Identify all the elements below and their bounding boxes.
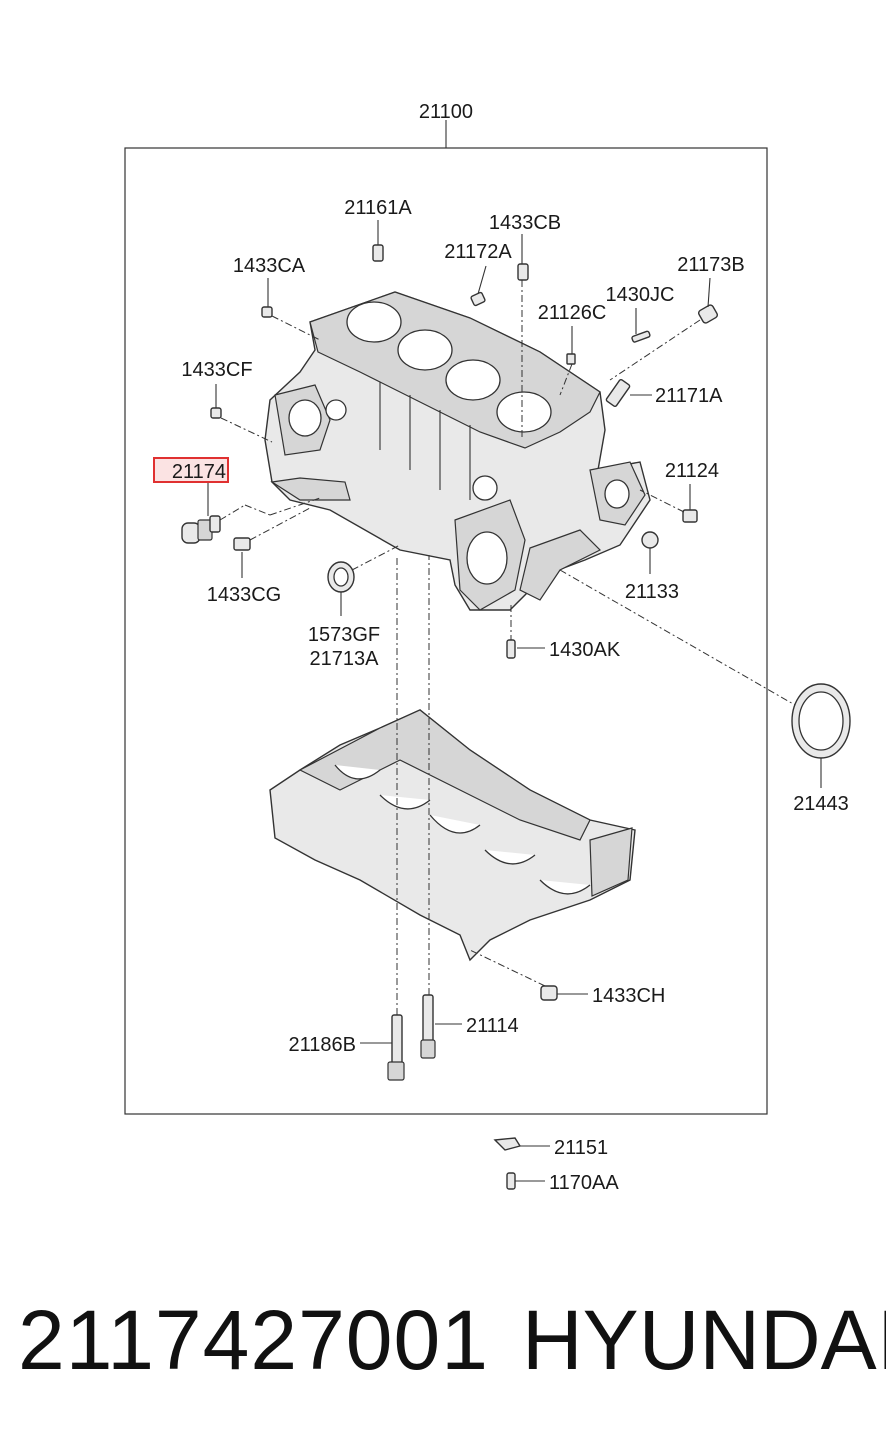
- label-21171A[interactable]: 21171A: [655, 385, 723, 407]
- label-1433CA[interactable]: 1433CA: [233, 255, 306, 277]
- part-footer: 2117427001 HYUNDAI: [0, 1290, 886, 1400]
- part-labels: 21161A 1433CB 21172A 1433CA 21173B 1430J…: [172, 197, 849, 1194]
- label-1433CG[interactable]: 1433CG: [207, 584, 282, 606]
- label-21124[interactable]: 21124: [665, 460, 719, 482]
- bore-3: [445, 359, 501, 401]
- bedplate-lower: [269, 709, 636, 962]
- leader-lines: [207, 220, 822, 1182]
- label-21100[interactable]: 21100: [419, 101, 473, 123]
- part-number: 2117427001: [18, 1293, 489, 1387]
- small-parts: [181, 244, 851, 1190]
- cylinder-block-upper: [264, 291, 651, 611]
- label-1433CF[interactable]: 1433CF: [181, 359, 252, 381]
- label-1170AA[interactable]: 1170AA: [549, 1172, 619, 1194]
- brand-name: HYUNDAI: [522, 1293, 886, 1387]
- label-21151[interactable]: 21151: [554, 1137, 608, 1159]
- label-21126C[interactable]: 21126C: [538, 302, 607, 324]
- label-1433CH[interactable]: 1433CH: [592, 985, 665, 1007]
- label-21174[interactable]: 21174: [172, 461, 226, 483]
- label-1573GF[interactable]: 1573GF: [308, 624, 380, 646]
- label-21114[interactable]: 21114: [466, 1015, 519, 1037]
- bore-2: [397, 329, 453, 371]
- label-1430AK[interactable]: 1430AK: [549, 639, 621, 661]
- bore-4: [496, 391, 552, 433]
- label-21133[interactable]: 21133: [625, 581, 679, 603]
- label-21713A[interactable]: 21713A: [310, 648, 380, 670]
- label-1433CB[interactable]: 1433CB: [489, 212, 561, 234]
- highlight-box: [153, 457, 229, 483]
- label-21161A[interactable]: 21161A: [344, 197, 412, 219]
- bore-1: [346, 301, 402, 343]
- label-21173B[interactable]: 21173B: [677, 254, 744, 276]
- label-21172A[interactable]: 21172A: [444, 241, 512, 263]
- label-1430JC[interactable]: 1430JC: [606, 284, 675, 306]
- label-21443[interactable]: 21443: [793, 793, 849, 815]
- oil-pressure-switch-21174: [181, 515, 221, 544]
- label-21186B[interactable]: 21186B: [289, 1034, 356, 1056]
